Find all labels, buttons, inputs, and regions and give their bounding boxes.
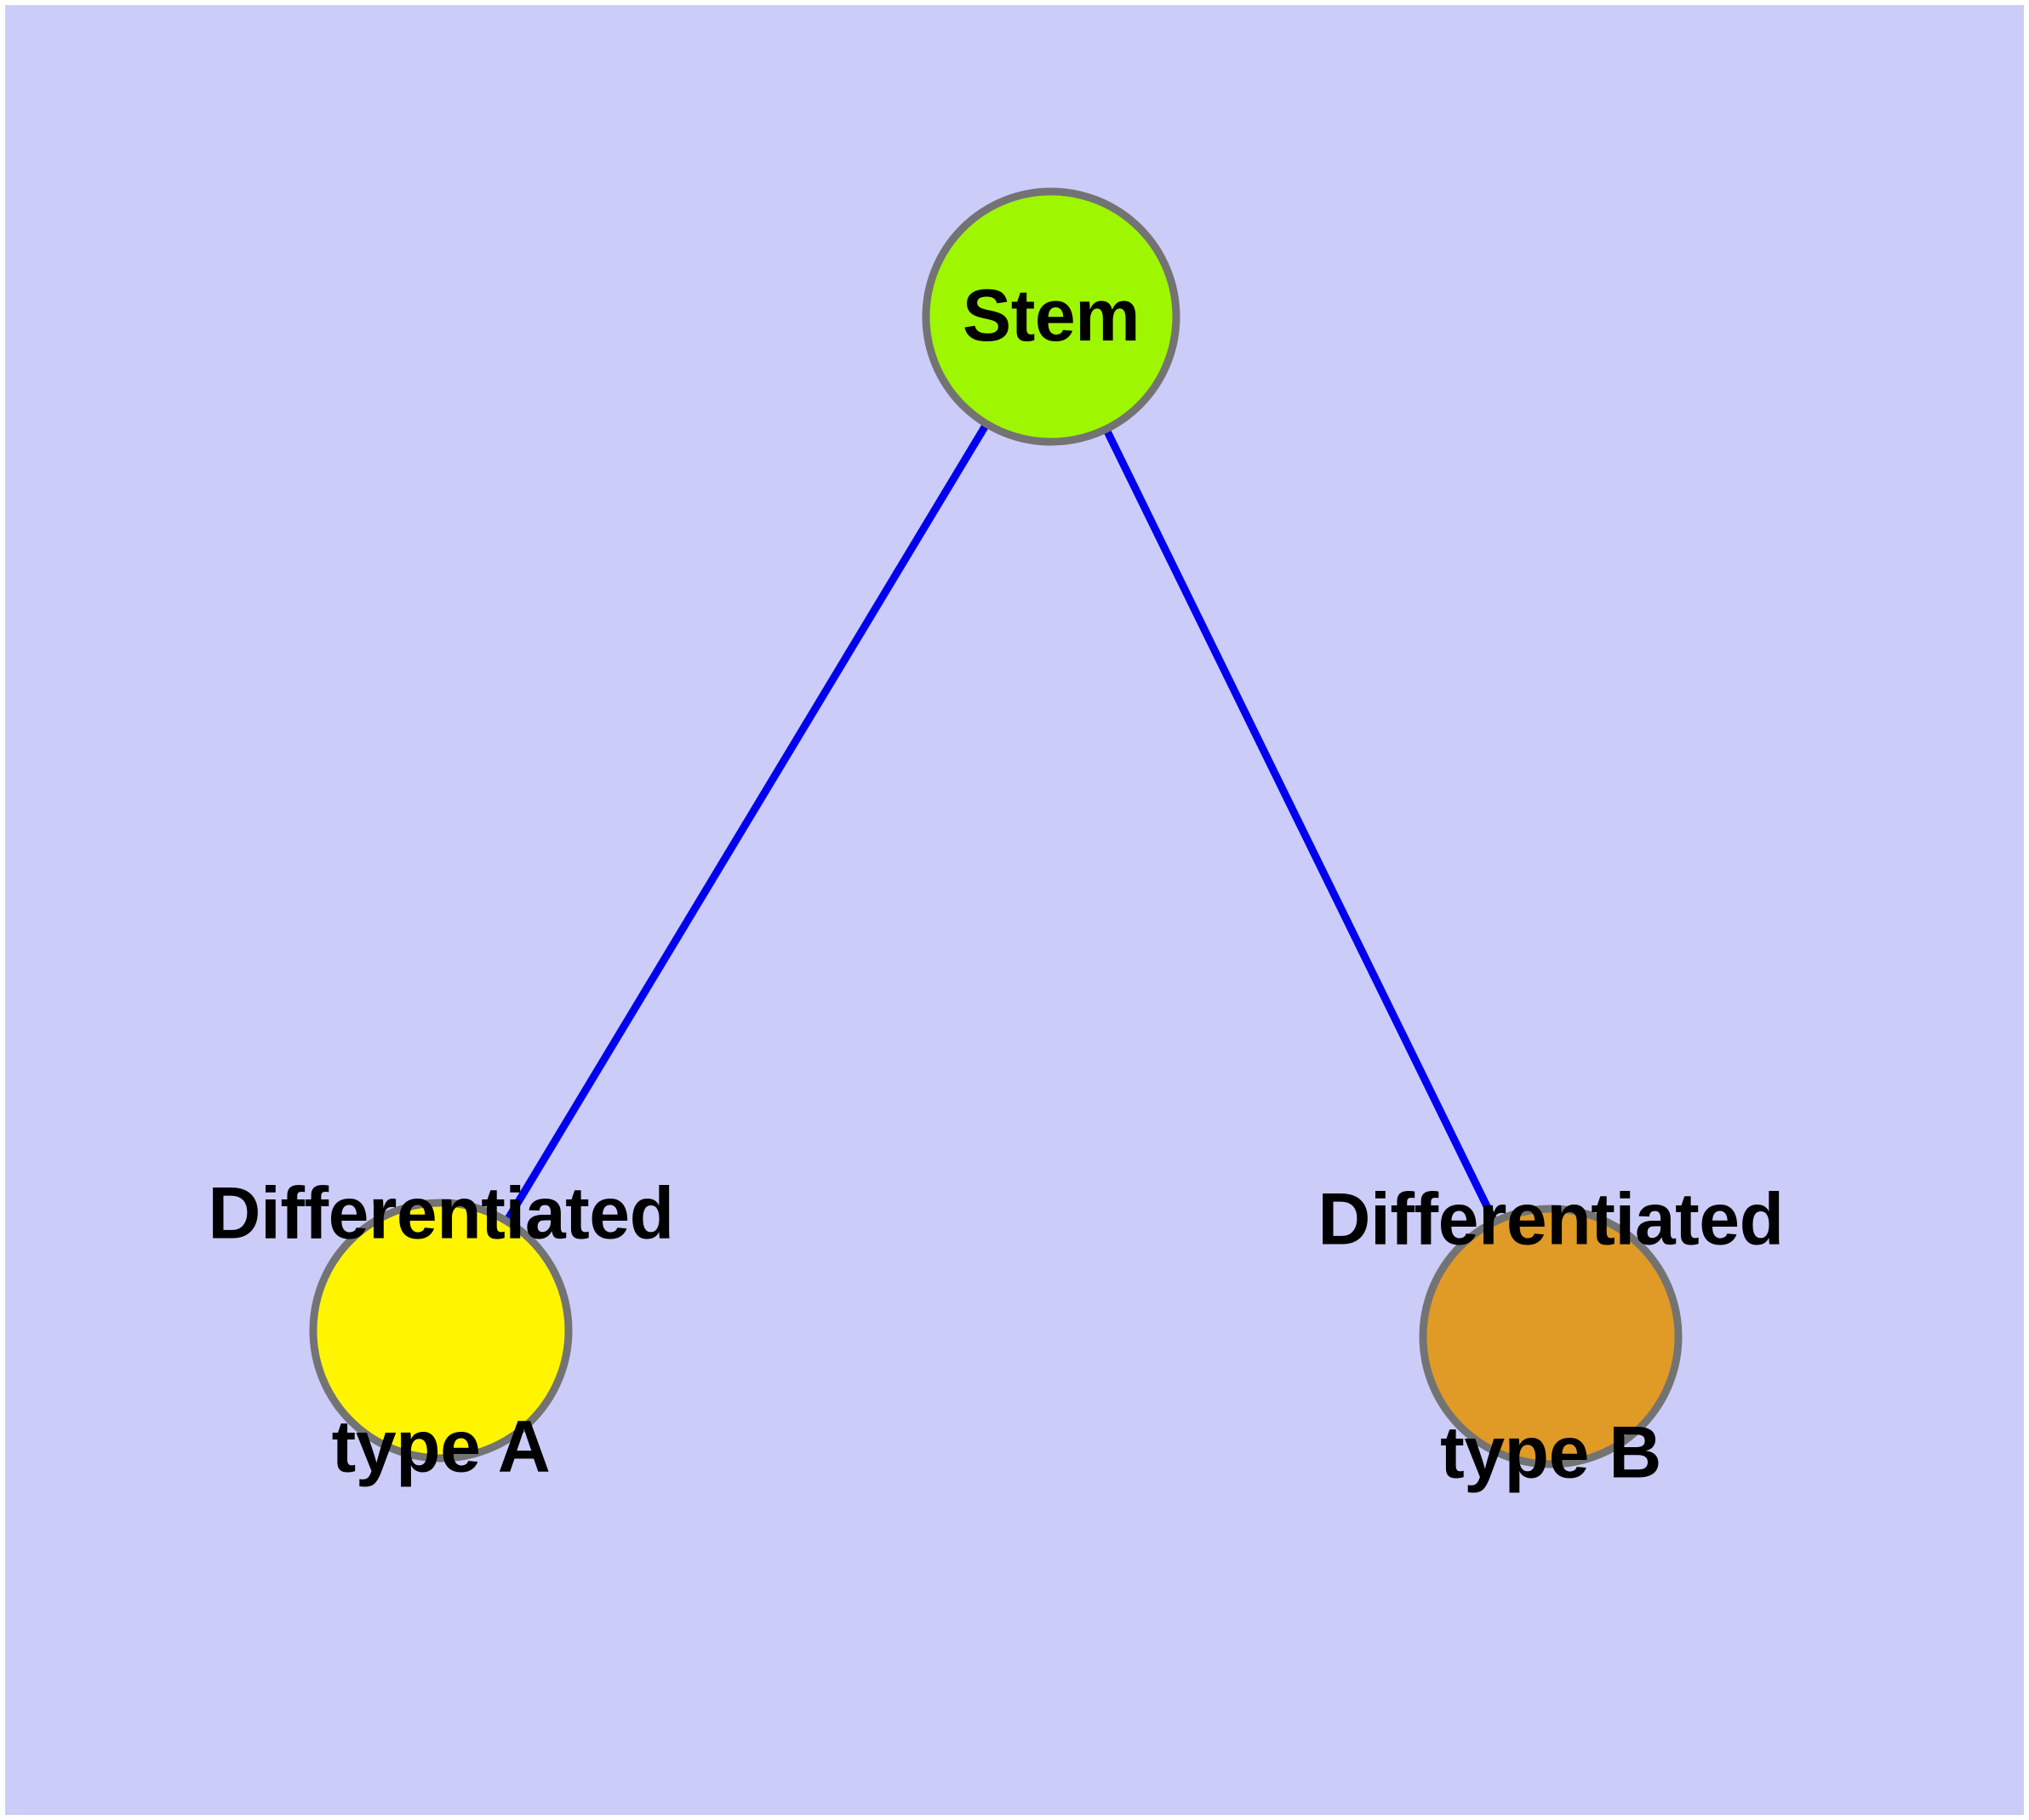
node-differentiated-type-b[interactable] <box>1419 1205 1683 1468</box>
node-differentiated-type-a[interactable] <box>309 1199 573 1462</box>
node-group <box>309 187 1683 1468</box>
edge-group <box>503 421 1499 1224</box>
edge-stem-to-differentiated-type-b[interactable] <box>1102 427 1499 1224</box>
edge-stem-to-differentiated-type-a[interactable] <box>503 421 991 1223</box>
node-stem[interactable] <box>922 187 1180 446</box>
